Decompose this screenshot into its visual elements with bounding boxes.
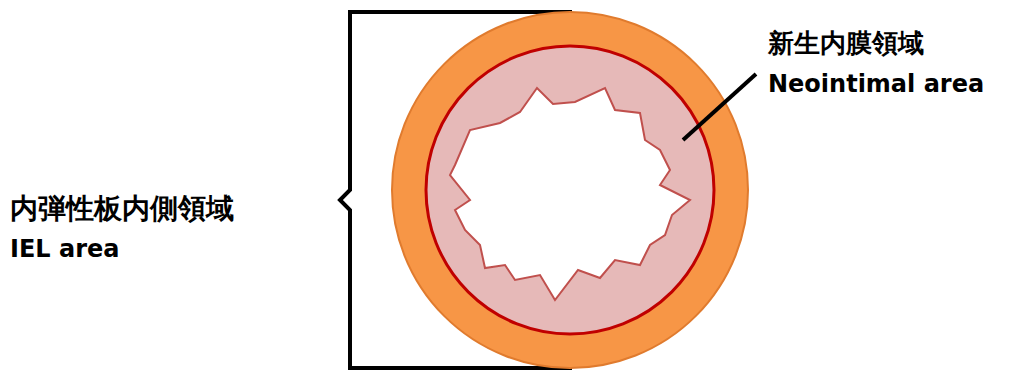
region-label-ja: 新生内膜領域 (768, 28, 924, 59)
media-layer (392, 12, 748, 368)
region-label-en: Neointimal area (768, 70, 984, 99)
region-label-ja: 内弾性板内側領域 (10, 192, 234, 226)
region-label-en: IEL area (10, 235, 119, 264)
internal-elastic-lamina (426, 46, 714, 334)
leader-line (683, 74, 756, 140)
lumen (450, 88, 690, 300)
